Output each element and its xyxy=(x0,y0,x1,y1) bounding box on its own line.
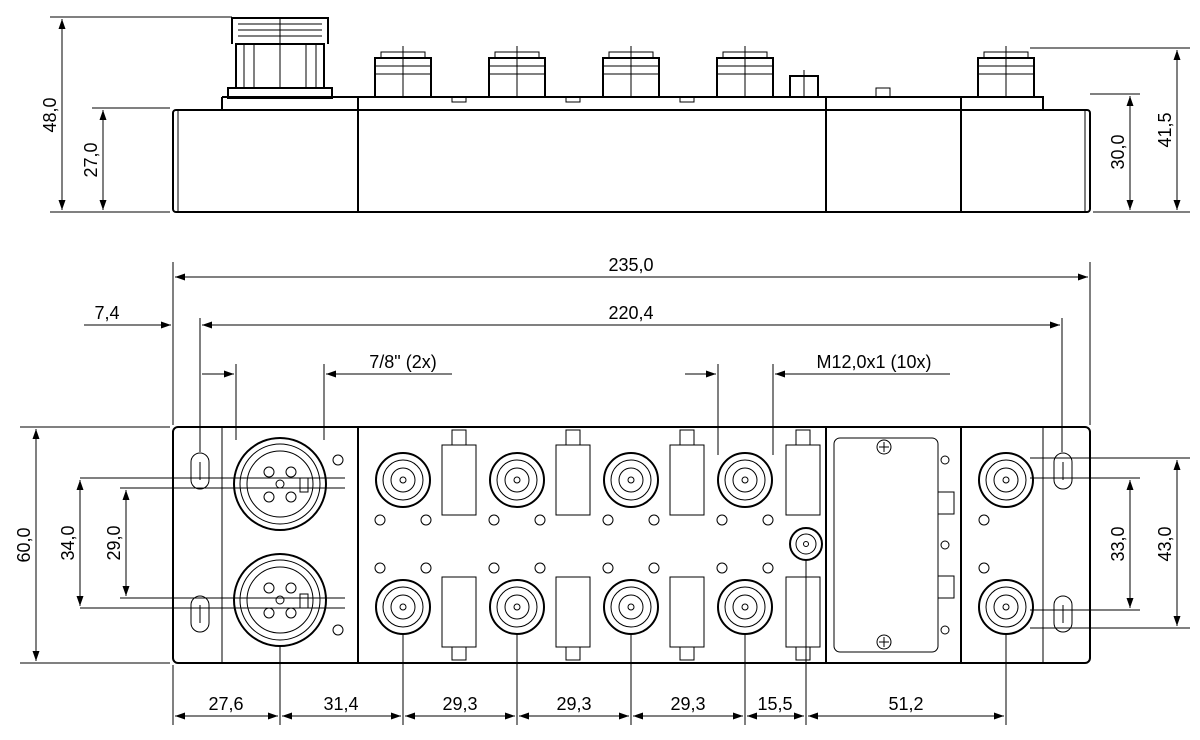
dim-29-3-a-label: 29,3 xyxy=(442,694,477,714)
callout-m12-ext-lines xyxy=(717,364,774,455)
dim-60-label: 60,0 xyxy=(14,527,34,562)
side-screw xyxy=(875,87,891,98)
dim-29-3-c-label: 29,3 xyxy=(670,694,705,714)
m12-row1-2 xyxy=(489,452,545,508)
side-m12-5 xyxy=(977,46,1035,98)
dim-31-4-label: 31,4 xyxy=(323,694,358,714)
top-left-ext-lines xyxy=(80,477,345,609)
m12-row2-2 xyxy=(489,579,545,635)
side-view: 48,0 27,0 41,5 30,0 xyxy=(40,16,1190,213)
dim-43-label: 43,0 xyxy=(1155,526,1175,561)
m12-row2-1 xyxy=(375,579,431,635)
dim-15-5-label: 15,5 xyxy=(757,694,792,714)
side-78-connector xyxy=(227,17,333,99)
top-body xyxy=(172,426,1091,664)
dim-27-6-label: 27,6 xyxy=(208,694,243,714)
side-m12-connectors xyxy=(374,46,1035,103)
dim-33-label: 33,0 xyxy=(1108,526,1128,561)
dim-27-label: 27,0 xyxy=(81,142,101,177)
side-right-ext-lines xyxy=(1030,47,1190,213)
side-segment-separators xyxy=(357,97,962,212)
top-right-ext-lines xyxy=(1030,457,1190,629)
dim-30-label: 30,0 xyxy=(1108,134,1128,169)
side-tab-3 xyxy=(679,96,695,103)
top-78-connectors xyxy=(233,437,344,647)
side-m12-2 xyxy=(488,46,546,98)
top-78-upper xyxy=(233,437,327,531)
dim-48-label: 48,0 xyxy=(40,97,60,132)
top-m8 xyxy=(789,527,823,561)
dim-29-3-b-label: 29,3 xyxy=(556,694,591,714)
m12-row2-4 xyxy=(717,579,773,635)
led-indicators xyxy=(374,455,990,635)
dim-7-4-label: 7,4 xyxy=(94,303,119,323)
dim-51-2-label: 51,2 xyxy=(888,694,923,714)
top-segment-separators xyxy=(357,427,962,663)
side-tab-1 xyxy=(451,96,467,103)
callout-78-label: 7/8" (2x) xyxy=(369,352,436,372)
cover-plate xyxy=(833,437,955,653)
side-tab-2 xyxy=(565,96,581,103)
top-view: 60,0 34,0 29,0 33,0 43,0 235,0 220,4 7,4… xyxy=(14,255,1190,725)
dim-29-label: 29,0 xyxy=(104,525,124,560)
m12-right-2 xyxy=(978,579,1034,635)
dim-220-label: 220,4 xyxy=(608,303,653,323)
callout-m12-label: M12,0x1 (10x) xyxy=(816,352,931,372)
top-horizontal-ext-lines xyxy=(172,262,1091,452)
label-windows xyxy=(441,429,821,661)
bottom-ext-lines xyxy=(172,560,1007,725)
m12-row1-1 xyxy=(375,452,431,508)
dim-34-label: 34,0 xyxy=(58,525,78,560)
top-inner-frame xyxy=(221,426,1044,664)
side-m8 xyxy=(789,70,819,98)
side-m12-1 xyxy=(374,46,432,98)
m12-row1-3 xyxy=(603,452,659,508)
side-m12-3 xyxy=(602,46,660,98)
dim-235-label: 235,0 xyxy=(608,255,653,275)
top-78-lower xyxy=(233,553,327,647)
m12-right-1 xyxy=(978,452,1034,508)
m12-row1-4 xyxy=(717,452,773,508)
side-top-housing xyxy=(221,96,1044,110)
side-body xyxy=(172,109,1091,213)
m12-row2-3 xyxy=(603,579,659,635)
side-m12-4 xyxy=(716,46,774,98)
side-body-edge-lines xyxy=(177,110,1086,212)
side-left-ext-lines xyxy=(50,16,232,213)
callout-78-ext-lines xyxy=(235,364,325,440)
top-60-ext-lines xyxy=(20,426,170,664)
mounting-slots xyxy=(190,452,1073,633)
dim-41-5-label: 41,5 xyxy=(1155,112,1175,147)
